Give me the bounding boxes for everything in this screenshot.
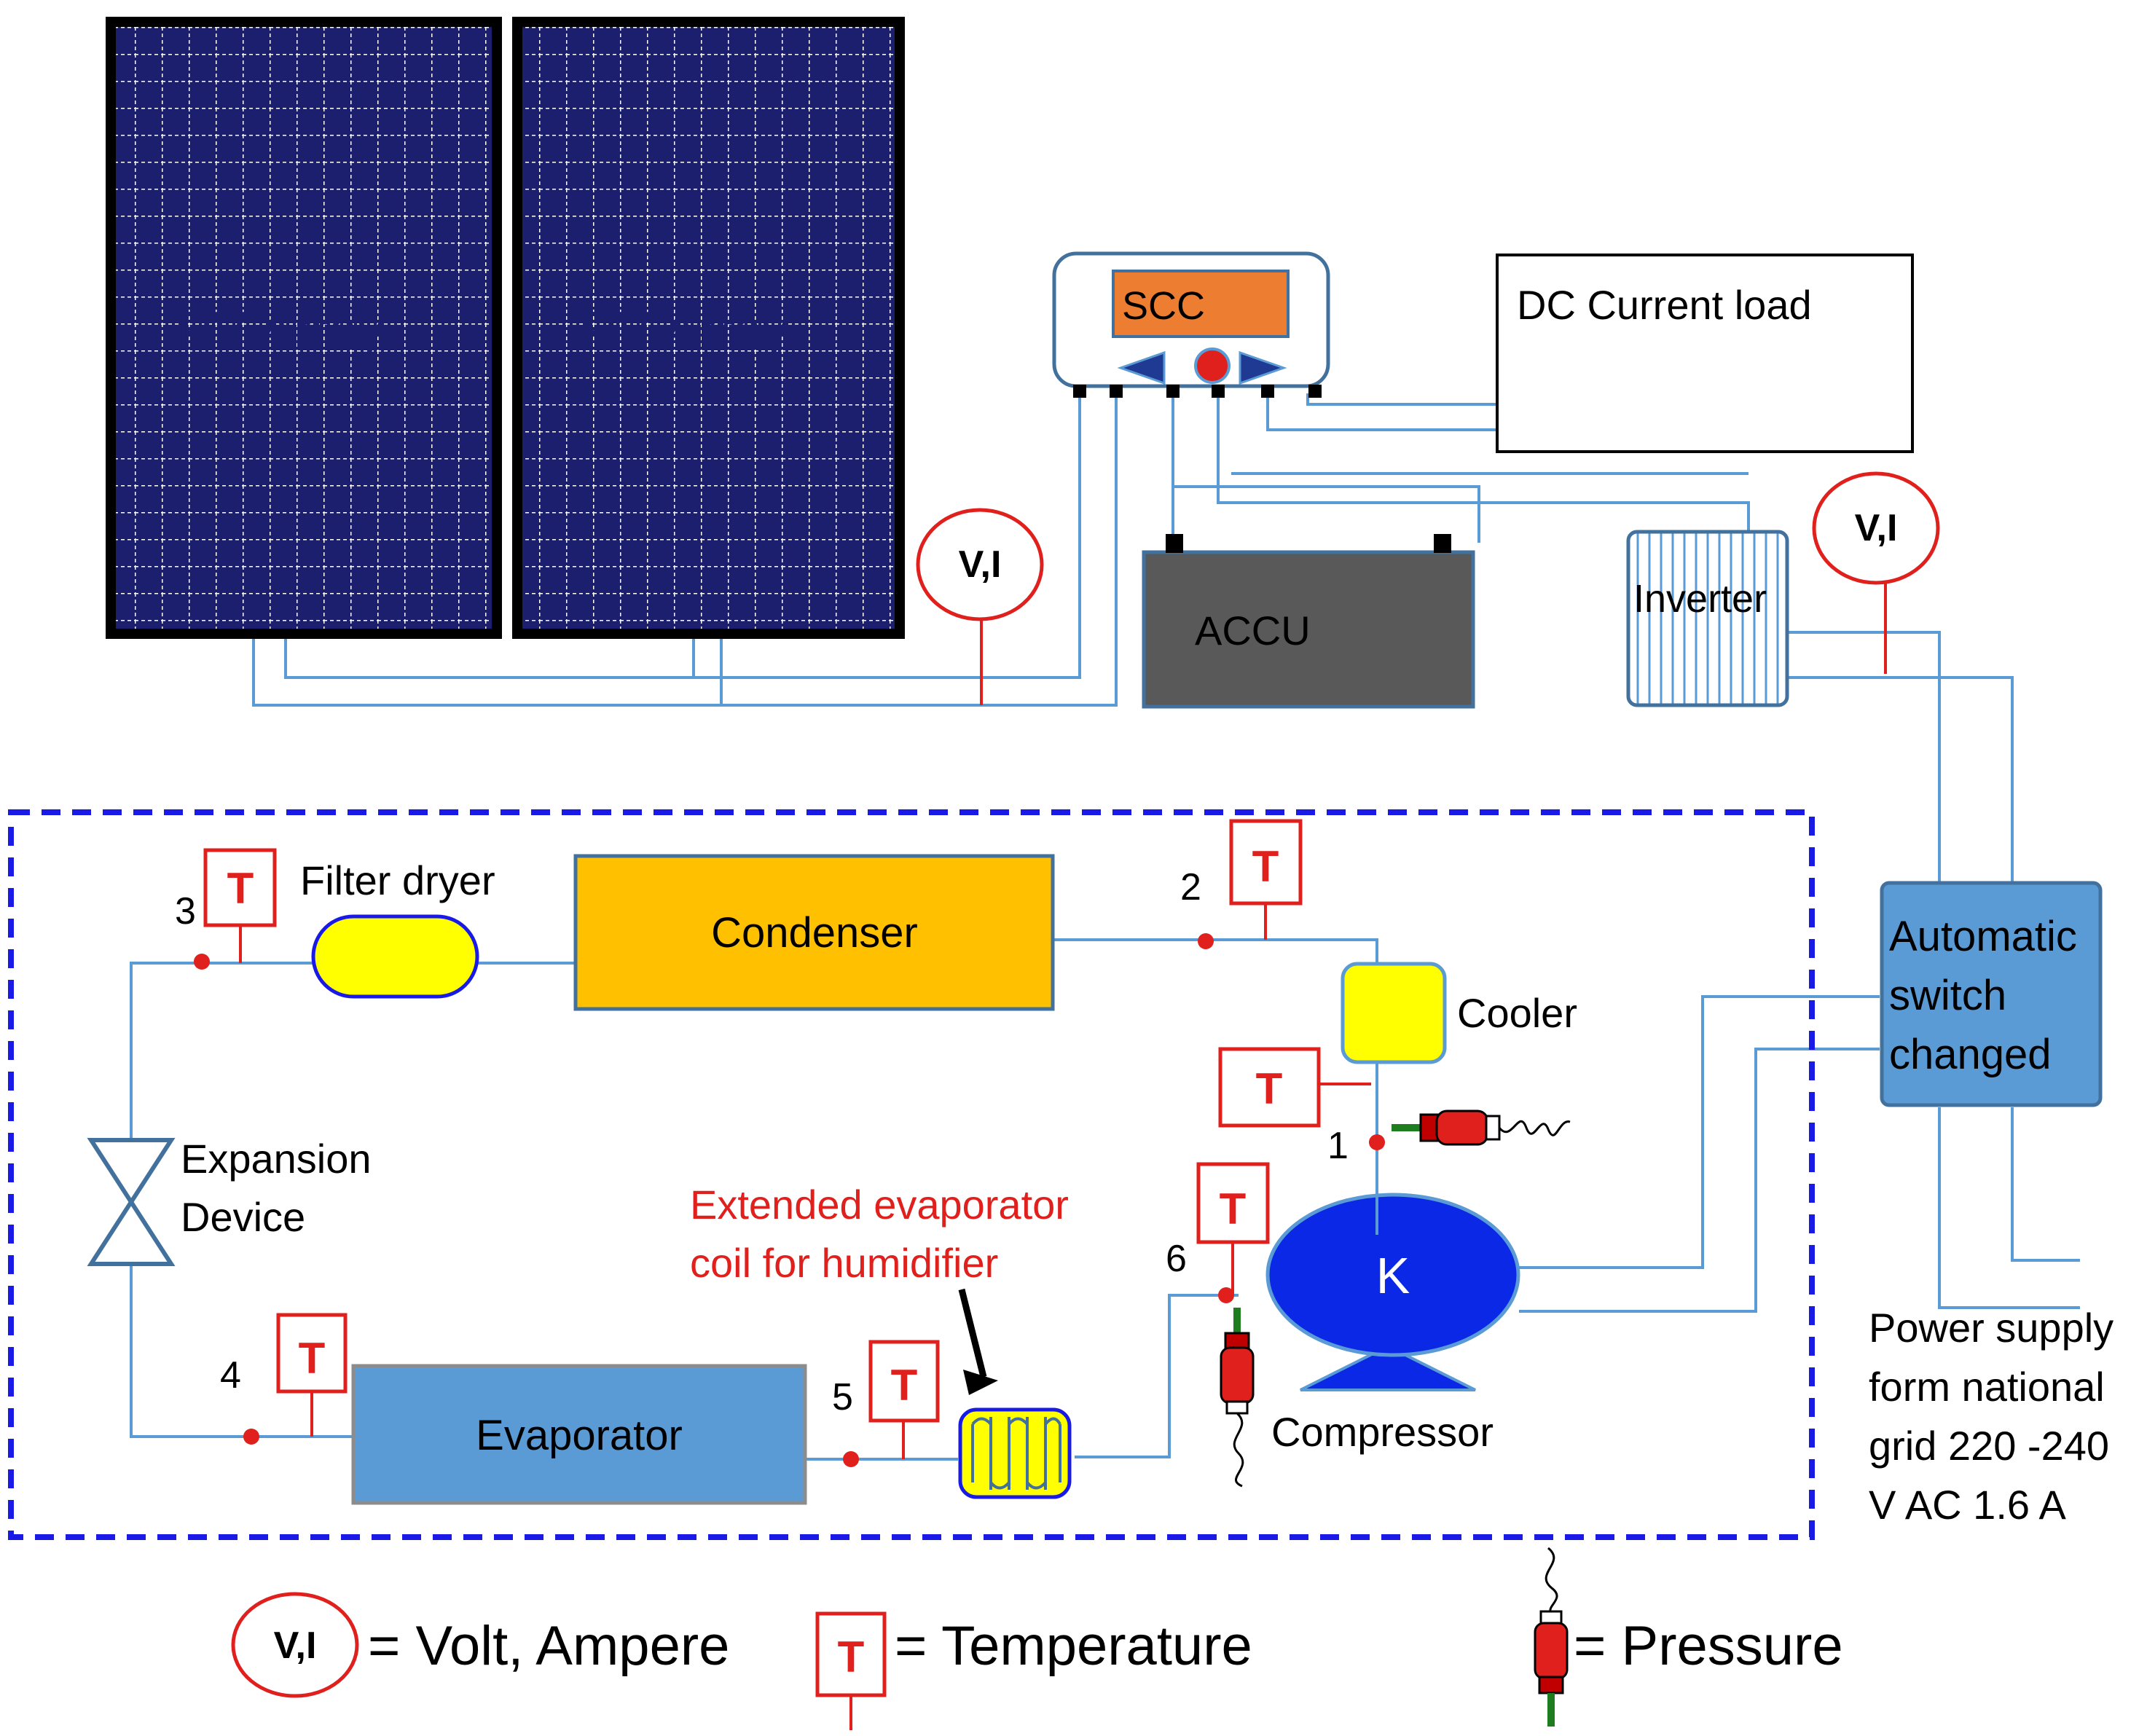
temp-sensor-6: T 6 xyxy=(1166,1162,1270,1303)
pressure-sensor-1 xyxy=(1392,1109,1571,1146)
cooler: Cooler xyxy=(1341,962,1577,1064)
svg-text:T: T xyxy=(1252,842,1279,891)
svg-text:Power supply: Power supply xyxy=(1869,1305,2114,1351)
temp-sensor-2: T 2 xyxy=(1180,819,1303,949)
svg-text:4: 4 xyxy=(220,1354,241,1397)
svg-text:3: 3 xyxy=(175,890,196,932)
refrigerant-piping xyxy=(130,938,1378,1461)
svg-text:Expansion: Expansion xyxy=(181,1136,372,1182)
temp-sensor-1: T 1 xyxy=(1218,1047,1385,1167)
svg-text:V,I: V,I xyxy=(274,1625,317,1667)
svg-text:T: T xyxy=(227,864,254,913)
accumulator-battery: ACCU xyxy=(1142,534,1475,709)
svg-text:V,I: V,I xyxy=(959,543,1002,586)
temp-sensor-4: T 4 xyxy=(220,1313,348,1445)
svg-text:T: T xyxy=(1256,1064,1283,1113)
svg-text:6: 6 xyxy=(1166,1238,1187,1280)
svg-text:DC Current load: DC Current load xyxy=(1517,282,1812,328)
pv-array-1: PV Array xyxy=(106,17,502,639)
refrigeration-system-boundary xyxy=(8,809,1815,1540)
inverter: Inverter xyxy=(1626,530,1789,707)
humidifier-coil: Extended evaporator coil for humidifier xyxy=(690,1182,1072,1499)
svg-text:grid 220 -240: grid 220 -240 xyxy=(1869,1423,2109,1469)
svg-text:K: K xyxy=(1376,1247,1410,1304)
dc-current-load: DC Current load xyxy=(1496,254,1914,453)
svg-text:1: 1 xyxy=(1327,1125,1349,1167)
svg-text:coil for humidifier: coil for humidifier xyxy=(690,1240,998,1286)
svg-text:Inverter: Inverter xyxy=(1633,577,1767,621)
svg-text:V AC 1.6 A: V AC 1.6 A xyxy=(1869,1482,2066,1528)
legend-pressure: = Pressure xyxy=(1534,1547,1843,1727)
temp-sensor-3: T 3 xyxy=(175,848,277,970)
svg-text:T: T xyxy=(299,1334,326,1383)
svg-text:V,I: V,I xyxy=(1855,507,1898,549)
arrow-left-icon xyxy=(1117,350,1166,385)
svg-text:Filter dryer: Filter dryer xyxy=(300,857,495,903)
svg-text:Cooler: Cooler xyxy=(1457,990,1577,1036)
legend-temperature: T = Temperature xyxy=(815,1611,1252,1730)
scc-button xyxy=(1194,347,1231,384)
svg-text:ACCU: ACCU xyxy=(1195,608,1311,653)
vi-meter-pv: V,I xyxy=(916,508,1044,705)
svg-text:Condenser: Condenser xyxy=(711,909,918,957)
svg-text:T: T xyxy=(891,1361,918,1410)
svg-text:changed: changed xyxy=(1889,1031,2052,1078)
legend-vi: V,I = Volt, Ampere xyxy=(231,1592,729,1698)
arrow-down-icon xyxy=(963,1370,998,1395)
evaporator: Evaporator xyxy=(351,1364,807,1505)
svg-text:= Temperature: = Temperature xyxy=(895,1615,1252,1677)
svg-text:= Volt, Ampere: = Volt, Ampere xyxy=(368,1615,729,1677)
svg-text:2: 2 xyxy=(1180,866,1201,908)
svg-text:T: T xyxy=(838,1633,865,1681)
expansion-device: Expansion Device xyxy=(87,1136,372,1266)
svg-text:Device: Device xyxy=(181,1194,305,1240)
pv-array-label: PV Array xyxy=(177,302,384,360)
scc-label: SCC xyxy=(1122,284,1205,328)
svg-text:= Pressure: = Pressure xyxy=(1574,1615,1843,1677)
filter-dryer: Filter dryer xyxy=(300,857,495,999)
grid-supply-label: Power supply form national grid 220 -240… xyxy=(1869,1305,2114,1528)
solar-charge-controller: SCC xyxy=(1052,251,1330,398)
temp-sensor-5: T 5 xyxy=(832,1340,940,1467)
vi-meter-inverter: V,I xyxy=(1812,471,1940,674)
condenser: Condenser xyxy=(573,854,1055,1011)
legend: V,I = Volt, Ampere T = Temperature = Pre… xyxy=(231,1547,1843,1730)
svg-text:Evaporator: Evaporator xyxy=(476,1412,683,1459)
svg-text:switch: switch xyxy=(1889,972,2006,1019)
svg-text:T: T xyxy=(1220,1185,1247,1233)
pressure-sensor-6 xyxy=(1220,1308,1255,1488)
svg-text:5: 5 xyxy=(832,1376,853,1418)
svg-text:Extended evaporator: Extended evaporator xyxy=(690,1182,1069,1228)
electrical-wiring xyxy=(252,393,2080,1313)
automatic-switch: Automatic switch changed xyxy=(1880,881,2103,1107)
svg-text:form national: form national xyxy=(1869,1364,2105,1410)
compressor: K Compressor xyxy=(1265,1193,1520,1455)
svg-text:Compressor: Compressor xyxy=(1271,1409,1494,1455)
pv-array-label: PV Array xyxy=(581,302,788,360)
svg-text:Automatic: Automatic xyxy=(1889,913,2077,960)
pv-array-2: PV Array xyxy=(512,17,905,639)
arrow-right-icon xyxy=(1239,350,1287,385)
